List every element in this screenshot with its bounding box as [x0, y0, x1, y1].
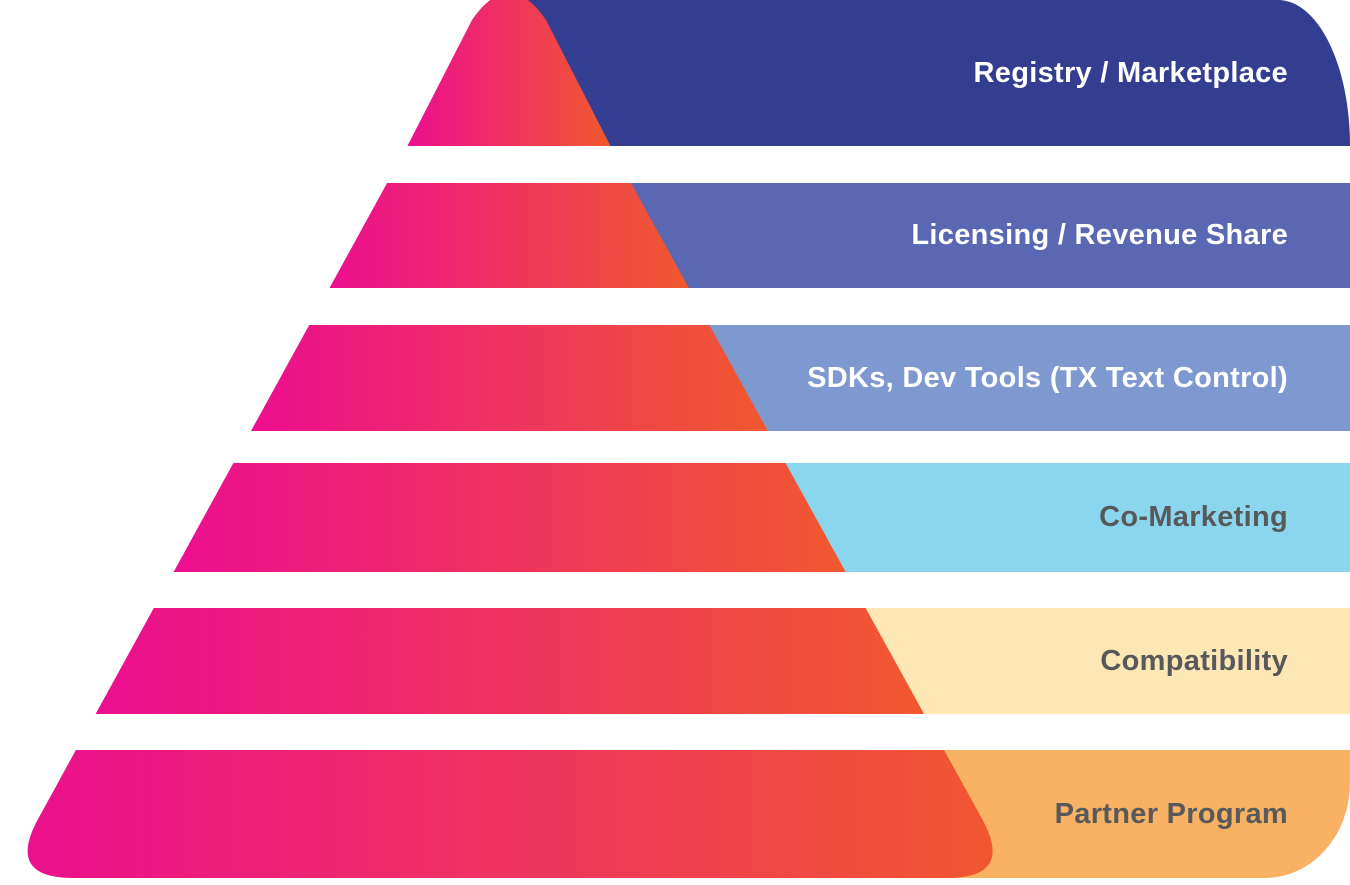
band-label-compatibility: Compatibility	[1100, 644, 1288, 677]
band-label-registry-marketplace: Registry / Marketplace	[973, 56, 1288, 89]
band-partner-program: Partner Program	[90, 750, 1350, 878]
band-label-sdks-dev-tools: SDKs, Dev Tools (TX Text Control)	[807, 361, 1288, 394]
band-registry-marketplace: Registry / Marketplace	[500, 0, 1350, 146]
band-compatibility: Compatibility	[165, 608, 1350, 714]
band-sdks-dev-tools: SDKs, Dev Tools (TX Text Control)	[320, 325, 1350, 431]
band-label-partner-program: Partner Program	[1054, 797, 1288, 830]
band-licensing-revenue-share: Licensing / Revenue Share	[400, 183, 1350, 288]
band-co-marketing: Co-Marketing	[245, 463, 1350, 572]
band-label-co-marketing: Co-Marketing	[1099, 501, 1288, 533]
band-label-licensing-revenue-share: Licensing / Revenue Share	[911, 219, 1288, 251]
